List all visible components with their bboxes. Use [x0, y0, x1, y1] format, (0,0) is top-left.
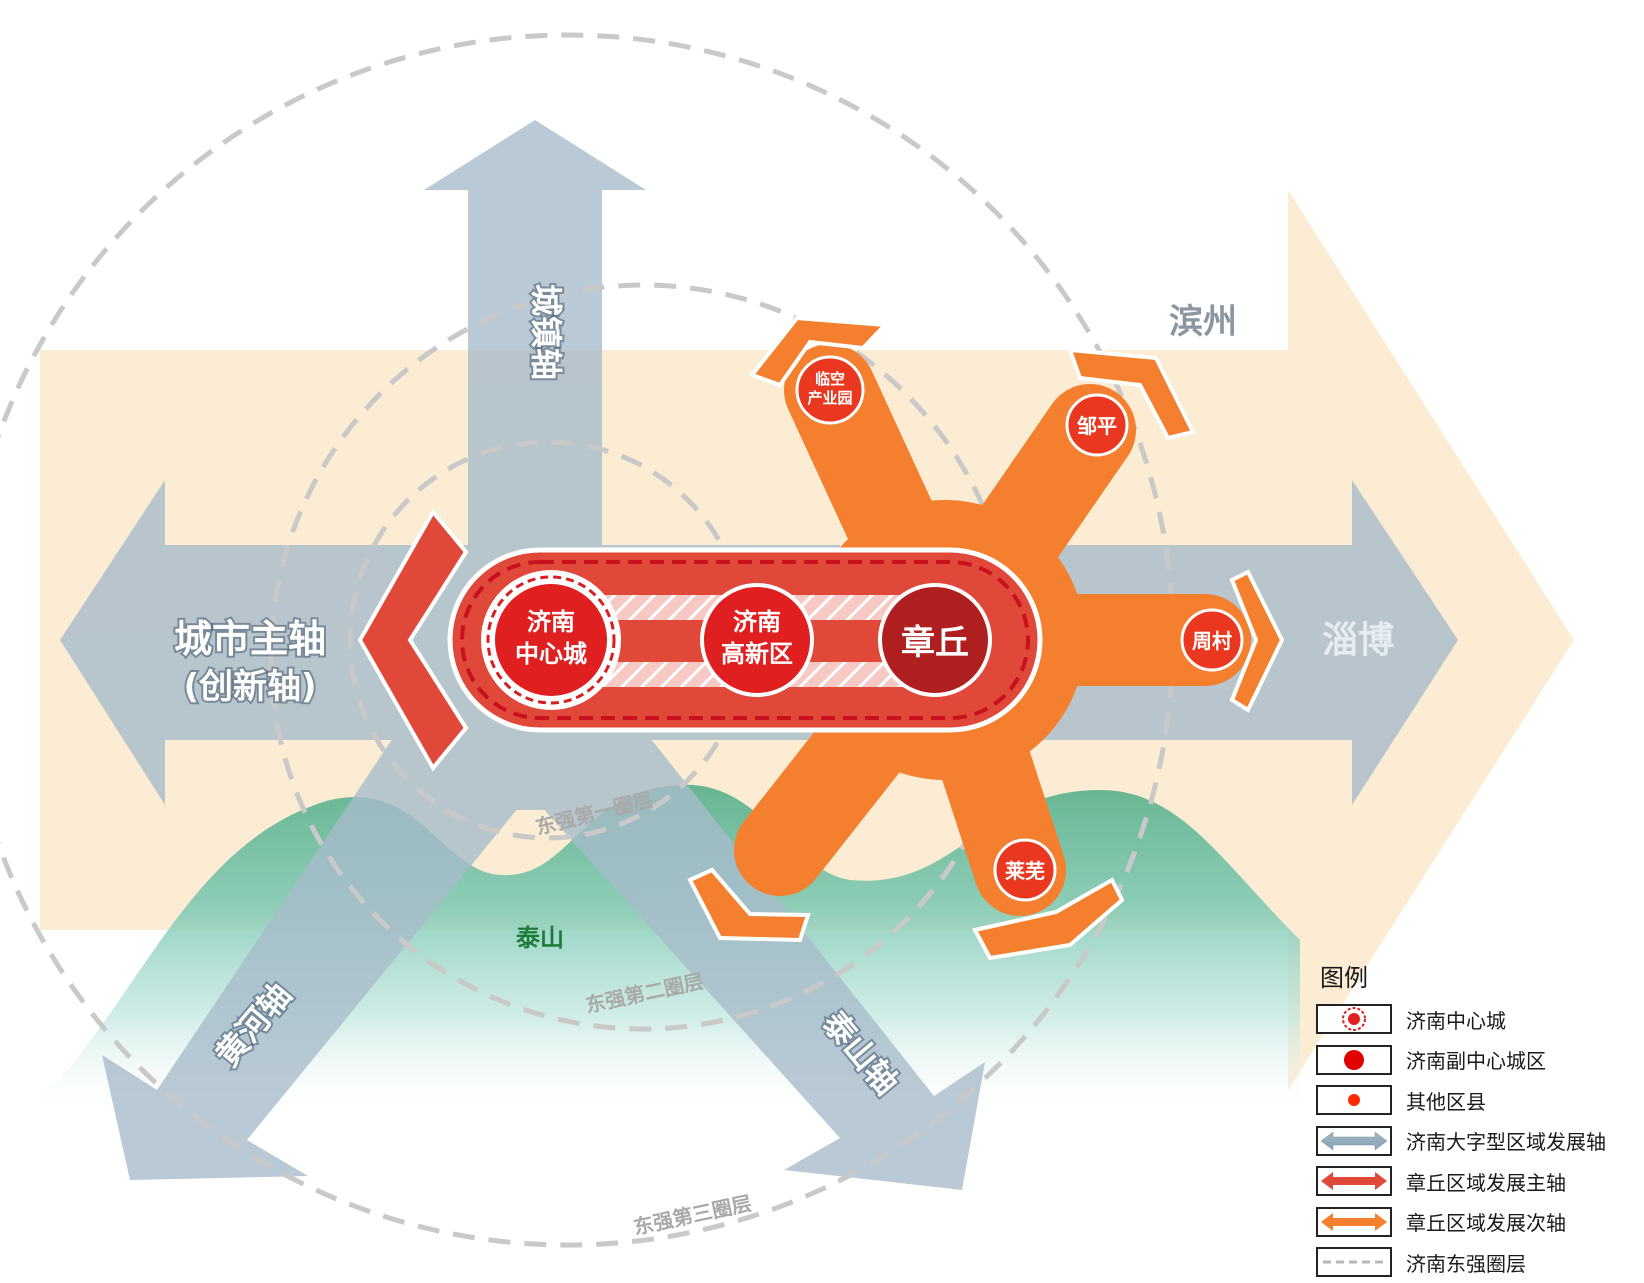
airport-label-1: 临空 [815, 370, 845, 388]
legend: 图例 济南中心城 济南副中心城区 其他区县 济南大字型区域发展轴 [1316, 963, 1636, 1283]
main-axis-symbol [1316, 1166, 1392, 1197]
legend-item-other-county: 其他区县 [1316, 1080, 1636, 1121]
zhoucun-label: 周村 [1192, 629, 1232, 653]
center-city-symbol [1316, 1004, 1392, 1035]
legend-label: 章丘区域发展次轴 [1406, 1211, 1566, 1236]
node-jinan-center: 济南 中心城 [481, 570, 621, 710]
node-jinan-hitech: 济南 高新区 [700, 583, 814, 697]
legend-item-ring-layer: 济南东强圈层 [1316, 1242, 1636, 1283]
node-laiwu: 莱芜 [993, 838, 1057, 902]
zhangqiu-label: 章丘 [901, 623, 969, 663]
big-axis-symbol [1316, 1125, 1392, 1156]
sub-center-symbol [1316, 1044, 1392, 1075]
zouping-label: 邹平 [1076, 414, 1117, 438]
node-zhangqiu: 章丘 [878, 583, 992, 697]
legend-item-sub-center: 济南副中心城区 [1316, 1040, 1636, 1081]
hitech-label-2: 高新区 [721, 640, 793, 668]
jinan-center-label-1: 济南 [527, 608, 575, 636]
chevron-north-east [1067, 347, 1196, 441]
chevron-north-west [748, 315, 890, 388]
jinan-center-label-2: 中心城 [515, 640, 587, 668]
legend-item-main-axis: 章丘区域发展主轴 [1316, 1161, 1636, 1202]
legend-label: 济南大字型区域发展轴 [1406, 1130, 1606, 1155]
legend-title: 图例 [1320, 964, 1368, 992]
node-airport-industrial-park: 临空 产业园 [795, 355, 865, 425]
ring-3-label: 东强第三圈层 [631, 1191, 753, 1239]
secondary-axis-symbol [1316, 1206, 1392, 1237]
node-zouping: 邹平 [1065, 393, 1129, 457]
legend-label: 章丘区域发展主轴 [1406, 1170, 1566, 1195]
other-county-symbol [1316, 1085, 1392, 1116]
hitech-label-1: 济南 [733, 608, 781, 636]
city-axis-label-1: 城市主轴 [174, 617, 326, 661]
taishan-axis-arrow [522, 700, 985, 1190]
airport-label-2: 产业园 [807, 389, 852, 407]
node-zhoucun: 周村 [1180, 608, 1244, 672]
zibo-label: 淄博 [1322, 620, 1394, 661]
taishan-label: 泰山 [516, 924, 564, 952]
legend-label: 济南副中心城区 [1406, 1049, 1546, 1074]
ring-layer-symbol [1316, 1247, 1392, 1278]
chevron-east [1229, 569, 1285, 713]
laiwu-label: 莱芜 [1005, 859, 1045, 883]
legend-label: 济南中心城 [1406, 1008, 1506, 1033]
town-axis-label: 城镇轴 [527, 284, 565, 380]
chevron-south-west [687, 867, 811, 943]
yellow-river-axis-arrow [102, 680, 545, 1180]
city-axis-label-2: (创新轴) [183, 667, 316, 707]
legend-item-center-city: 济南中心城 [1316, 999, 1636, 1040]
legend-label: 其他区县 [1406, 1089, 1486, 1114]
binzhou-label: 滨州 [1169, 302, 1237, 342]
main-axis-west-chevron [357, 508, 469, 772]
legend-item-big-axis: 济南大字型区域发展轴 [1316, 1121, 1636, 1162]
chevron-south-east [971, 877, 1125, 961]
legend-item-secondary-axis: 章丘区域发展次轴 [1316, 1202, 1636, 1243]
legend-label: 济南东强圈层 [1406, 1251, 1526, 1276]
